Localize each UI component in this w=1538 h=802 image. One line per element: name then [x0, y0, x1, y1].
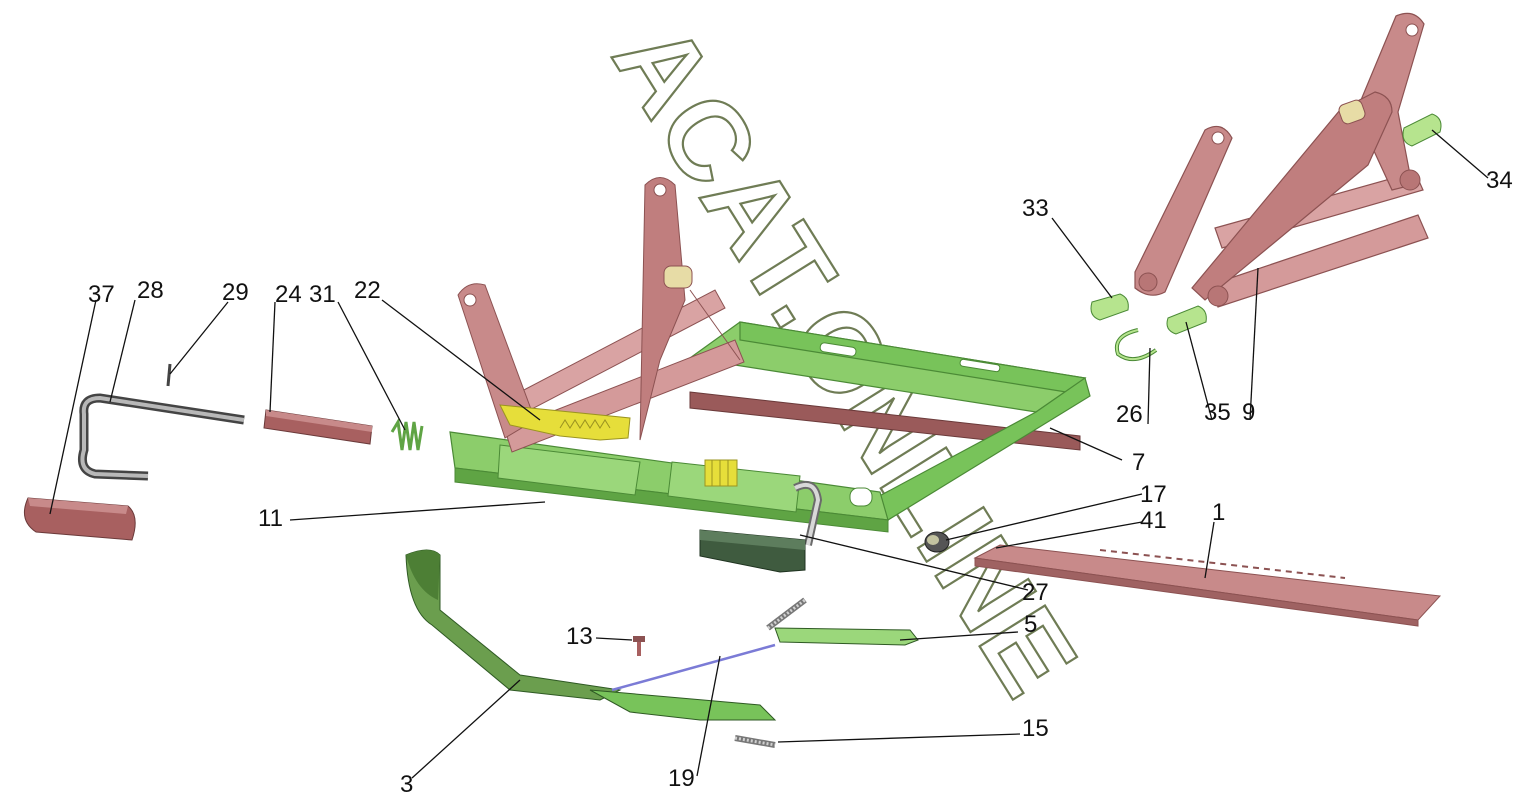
callout-3: 3 — [400, 771, 413, 798]
callout-35: 35 — [1204, 399, 1231, 426]
leader-lines — [49, 129, 1489, 779]
spring-upper — [766, 597, 807, 631]
callout-28: 28 — [137, 277, 164, 304]
crank-rod-28 — [77, 393, 245, 481]
callout-7: 7 — [1132, 449, 1145, 476]
callout-24: 24 — [275, 281, 302, 308]
callout-15: 15 — [1022, 715, 1049, 742]
callout-9: 9 — [1242, 399, 1255, 426]
callout-34: 34 — [1486, 167, 1513, 194]
pedal-lever-3 — [405, 549, 777, 721]
spring-31 — [390, 417, 424, 451]
pin-33 — [1090, 293, 1129, 321]
frame-spring — [704, 459, 738, 487]
callout-37: 37 — [88, 281, 115, 308]
callout-26: 26 — [1116, 401, 1143, 428]
callout-33: 33 — [1022, 195, 1049, 222]
callout-11: 11 — [258, 505, 283, 532]
plate-5 — [774, 627, 919, 646]
callout-1: 1 — [1212, 499, 1225, 526]
upper-lever-assembly — [1134, 12, 1429, 308]
callout-13: 13 — [566, 623, 593, 650]
callout-5: 5 — [1024, 611, 1037, 638]
release-handle-27 — [699, 481, 823, 573]
main-frame — [449, 321, 1091, 533]
pin-29 — [166, 363, 172, 387]
callout-19: 19 — [668, 765, 695, 792]
tube-24 — [263, 409, 373, 445]
callout-22: 22 — [354, 277, 381, 304]
bolt-13 — [633, 636, 645, 656]
callout-27: 27 — [1022, 579, 1049, 606]
callout-29: 29 — [222, 279, 249, 306]
callout-31: 31 — [309, 281, 336, 308]
spring-15 — [734, 735, 776, 748]
pin-34 — [1402, 113, 1442, 147]
nut-17 — [924, 531, 950, 553]
callout-labels: 37 28 29 24 31 22 33 34 26 35 9 7 17 41 … — [88, 167, 1513, 798]
cable-19 — [611, 643, 776, 692]
slide-rail-1 — [973, 544, 1442, 627]
callout-41: 41 — [1140, 507, 1167, 534]
pin-35 — [1166, 305, 1207, 335]
callout-17: 17 — [1140, 481, 1167, 508]
pad-37 — [23, 497, 136, 541]
frame-lever-assembly — [457, 177, 745, 453]
retaining-clip-26 — [1115, 328, 1158, 362]
